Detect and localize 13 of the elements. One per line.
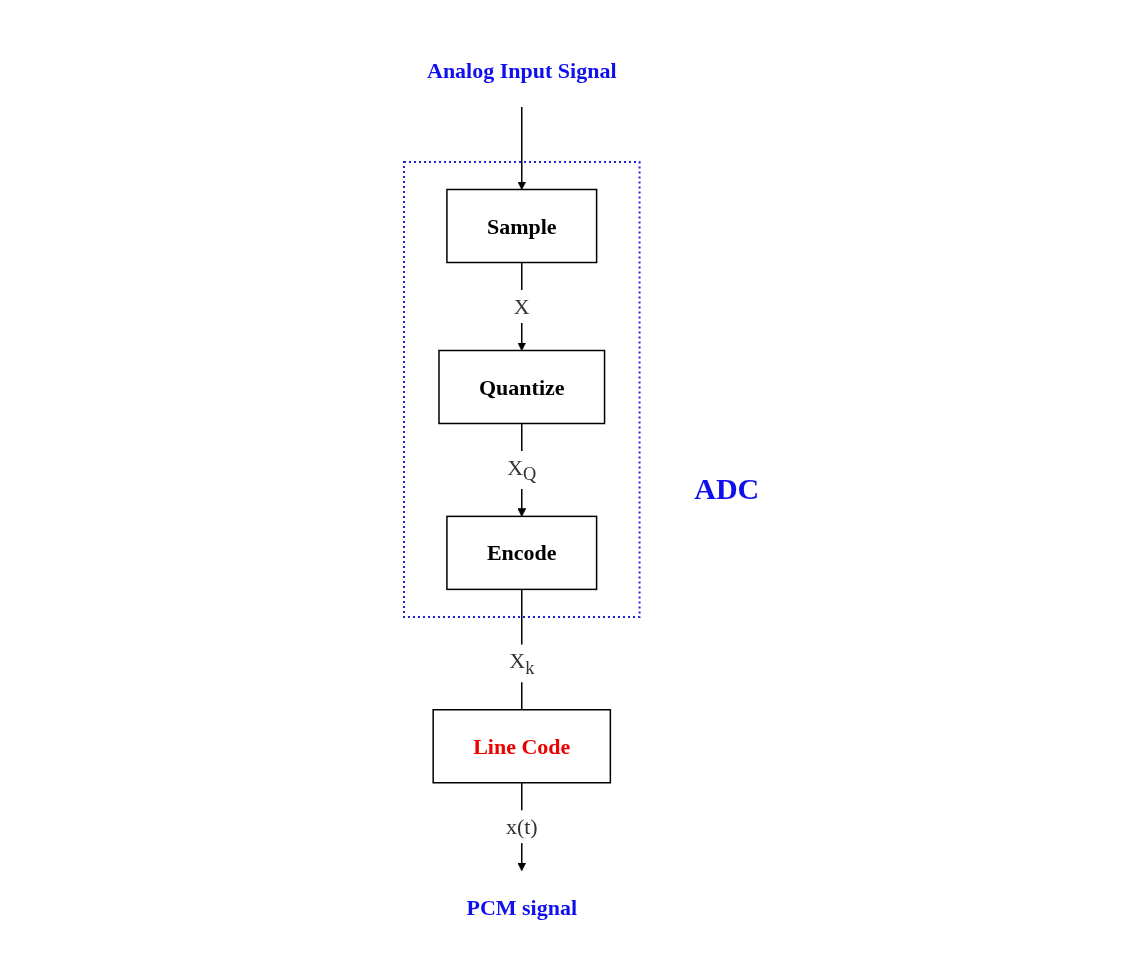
node-box: Quantize <box>437 349 606 425</box>
node-box: Line Code <box>432 709 611 784</box>
edge-label: x(t) <box>505 814 538 840</box>
edge-label: X <box>513 294 530 320</box>
node-text: Analog Input Signal <box>426 58 617 84</box>
node-box: Sample <box>445 188 598 264</box>
node-text: PCM signal <box>466 894 577 920</box>
group-label: ADC <box>694 472 760 506</box>
edge-label: X$_{k}$ <box>508 648 535 678</box>
node-box: Encode <box>445 515 598 591</box>
cluster <box>402 161 641 618</box>
arrow <box>517 106 526 191</box>
edge-label: X$_{Q}$ <box>506 455 537 485</box>
